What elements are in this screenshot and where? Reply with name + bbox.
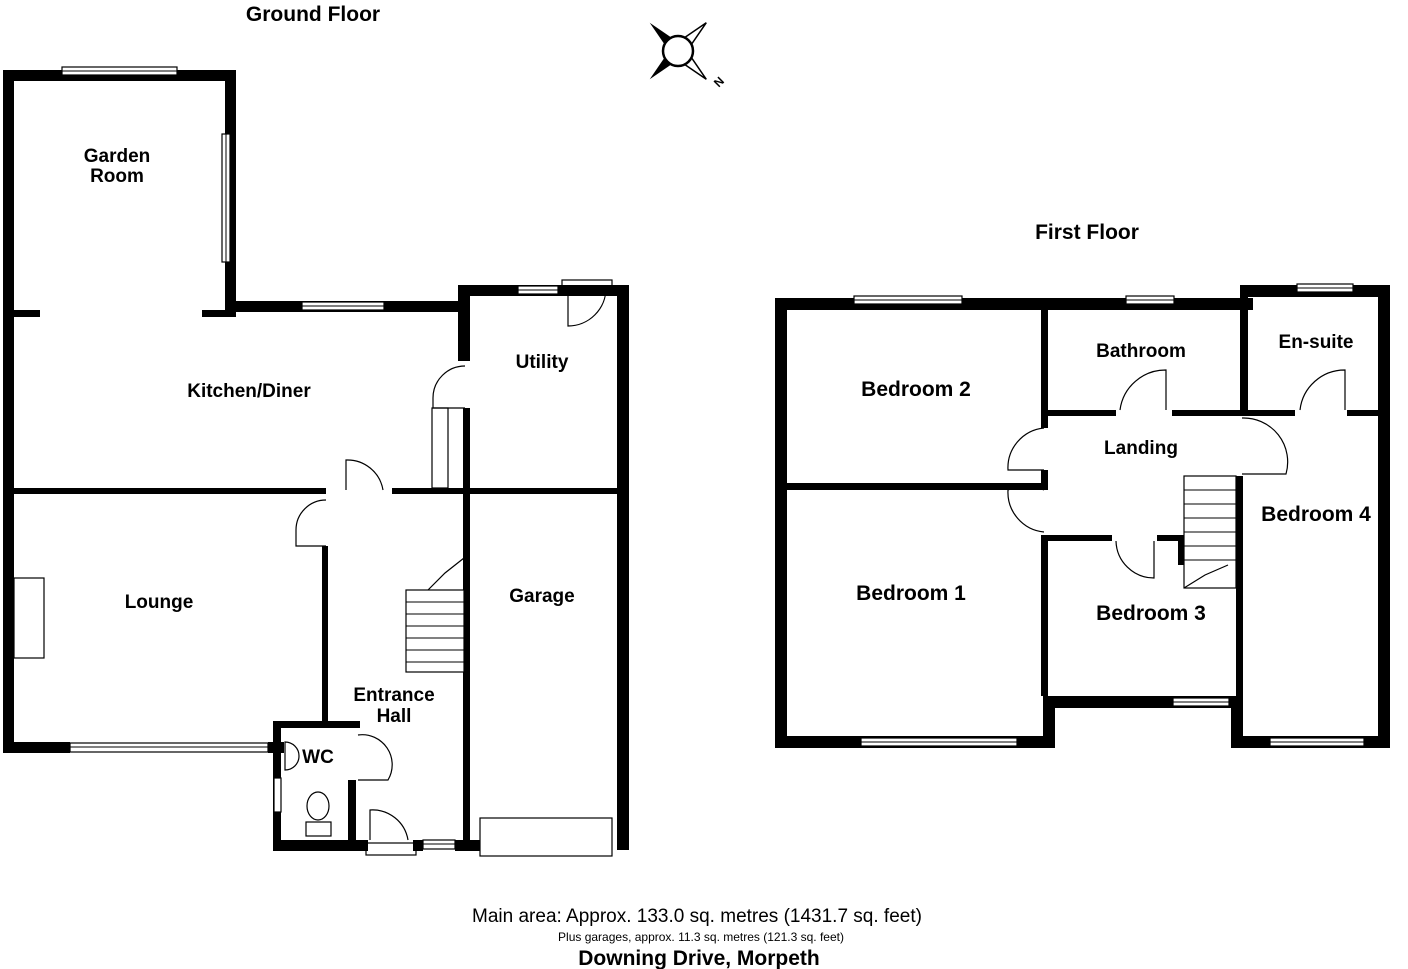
ground-floor-plan: Ground Floor Garden Room Kitchen/Diner U… [3,3,629,857]
wc-fixtures [284,741,332,837]
room-label-bedroom-3: Bedroom 3 [1096,602,1206,625]
compass-rose-icon [649,22,707,80]
room-label-wc: WC [302,747,334,768]
room-label-garden-room-2: Room [90,166,144,187]
room-label-landing: Landing [1104,438,1178,459]
first-floor-plan: First Floor Bedroom 2 Bathroom En-suite … [775,221,1390,748]
ground-floor-doors [295,279,613,856]
first-floor-title: First Floor [1035,221,1139,244]
room-label-garden-room: Garden [84,146,151,167]
first-floor-windows [853,283,1365,747]
ground-floor-title: Ground Floor [246,3,380,26]
ground-floor-walls [3,70,629,851]
ground-floor-stairs [405,557,465,673]
room-label-entrance-hall: Entrance [353,685,434,706]
room-label-utility: Utility [516,352,569,373]
garage-area-text: Plus garages, approx. 11.3 sq. metres (1… [558,930,844,944]
room-label-en-suite: En-suite [1279,332,1354,353]
first-floor-doors [1007,369,1346,579]
first-floor-stairs [1183,475,1237,589]
room-label-kitchen-diner: Kitchen/Diner [187,381,311,402]
room-label-entrance-hall-2: Hall [377,706,412,727]
room-label-bedroom-2: Bedroom 2 [861,378,971,401]
main-area-text: Main area: Approx. 133.0 sq. metres (143… [472,906,922,927]
property-address: Downing Drive, Morpeth [578,947,820,969]
room-label-bathroom: Bathroom [1096,341,1186,362]
room-label-bedroom-4: Bedroom 4 [1261,503,1371,526]
room-label-garage: Garage [509,586,574,607]
room-label-bedroom-1: Bedroom 1 [856,582,966,605]
ground-floor-windows [13,66,613,857]
room-label-lounge: Lounge [125,592,194,613]
compass-north-label: N [711,74,727,90]
